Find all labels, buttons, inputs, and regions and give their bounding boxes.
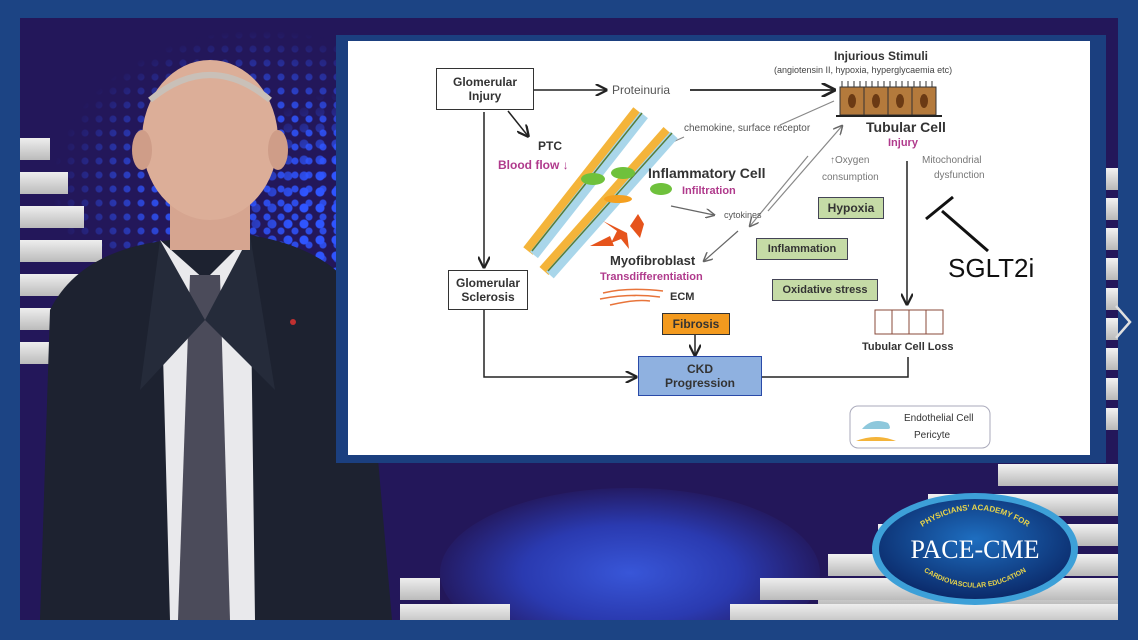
fibrosis-label: Fibrosis bbox=[672, 317, 720, 331]
speaker-video bbox=[40, 60, 392, 620]
consumption-label: consumption bbox=[822, 172, 879, 183]
pace-cme-logo: PHYSICIANS' ACADEMY FOR PACE-CME CARDIOV… bbox=[872, 493, 1078, 605]
glomerular-injury-label: Glomerular Injury bbox=[452, 75, 518, 103]
cytokines-label: cytokines bbox=[724, 210, 762, 220]
injurious-stimuli-title: Injurious Stimuli bbox=[834, 49, 929, 63]
glomerular-sclerosis-label: Glomerular Sclerosis bbox=[455, 276, 521, 304]
legend-pericyte: Pericyte bbox=[914, 430, 951, 441]
mitochondrial-label: Mitochondrial bbox=[922, 155, 982, 166]
tubular-injury-label: Injury bbox=[888, 137, 918, 149]
injurious-stimuli-sub: (angiotensin II, hypoxia, hyperglycaemia… bbox=[774, 65, 953, 75]
tubular-cell-loss-label: Tubular Cell Loss bbox=[862, 341, 954, 353]
chevron-right-icon bbox=[1115, 305, 1132, 339]
ckd-progression-label: CKD Progression bbox=[664, 362, 736, 390]
presentation-slide: Glomerular Injury Proteinuria Injurious … bbox=[348, 41, 1090, 455]
inflammation-label: Inflammation bbox=[767, 243, 837, 255]
tubular-cell-label: Tubular Cell bbox=[866, 119, 946, 135]
next-slide-button[interactable] bbox=[1108, 300, 1134, 344]
ecm-label: ECM bbox=[670, 291, 695, 303]
tubular-loss-illustration bbox=[874, 309, 944, 335]
proteinuria-label: Proteinuria bbox=[612, 83, 671, 97]
tubular-cells-illustration bbox=[836, 81, 942, 117]
chemokine-label: chemokine, surface receptor bbox=[684, 123, 811, 134]
vessel-illustration bbox=[523, 107, 678, 306]
oxygen-label: ↑Oxygen bbox=[830, 155, 870, 166]
ckd-progression-box: CKD Progression bbox=[638, 356, 762, 396]
glomerular-injury-box: Glomerular Injury bbox=[436, 68, 534, 110]
inflammatory-cell-label: Inflammatory Cell bbox=[648, 165, 766, 181]
fibrosis-box: Fibrosis bbox=[662, 313, 730, 335]
inflammation-box: Inflammation bbox=[756, 238, 848, 260]
ptc-label: PTC bbox=[538, 139, 562, 153]
sglt2i-label: SGLT2i bbox=[948, 253, 1035, 283]
glow-decoration bbox=[440, 488, 820, 620]
infiltration-label: Infiltration bbox=[682, 185, 736, 197]
hypoxia-box: Hypoxia bbox=[818, 197, 884, 219]
hypoxia-label: Hypoxia bbox=[827, 201, 875, 215]
svg-text:PACE-CME: PACE-CME bbox=[910, 535, 1039, 564]
oxidative-stress-box: Oxidative stress bbox=[772, 279, 878, 301]
diagram-arrows bbox=[348, 81, 991, 449]
oxidative-stress-label: Oxidative stress bbox=[782, 284, 868, 296]
legend-endothelial: Endothelial Cell bbox=[904, 413, 974, 424]
transdifferentiation-label: Transdifferentiation bbox=[600, 271, 703, 283]
myofibroblast-label: Myofibroblast bbox=[610, 253, 696, 268]
glomerular-sclerosis-box: Glomerular Sclerosis bbox=[448, 270, 528, 310]
blood-flow-label: Blood flow ↓ bbox=[498, 158, 569, 172]
dysfunction-label: dysfunction bbox=[934, 170, 985, 181]
